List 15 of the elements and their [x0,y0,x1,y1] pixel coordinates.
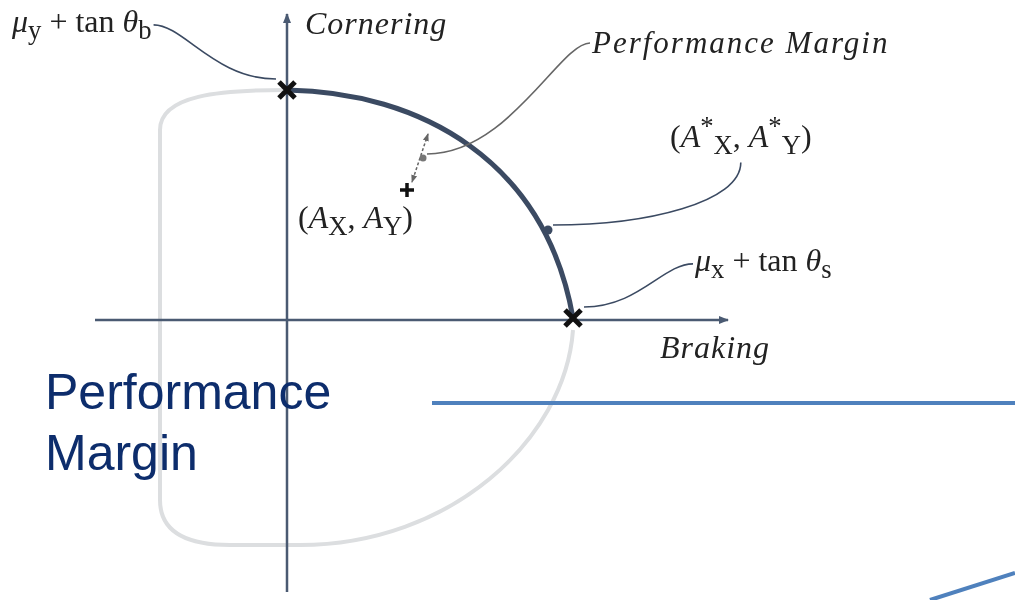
axis-label: Cornering [305,6,448,42]
axis-label: Braking [660,330,771,366]
leader-label: (A$^{*}$$_{X}$, A$^{*}$$_{Y}$) [670,112,812,161]
point-dot [543,225,553,235]
point-dot [419,154,427,162]
leader-line [152,24,277,80]
leader-line [583,263,694,308]
leader-label: μ$_{y}$ + tan θ$_{b}$ [12,4,152,46]
leader-label: μ$_{x}$ + tan θ$_{s}$ [695,243,832,285]
leader-label: Performance Margin [592,26,890,61]
cross-marker [276,79,298,101]
point-label: (A$_{X}$, A$_{Y}$) [298,200,413,242]
leader-line [426,42,591,155]
leader-line [552,161,742,226]
cross-marker [562,307,584,329]
